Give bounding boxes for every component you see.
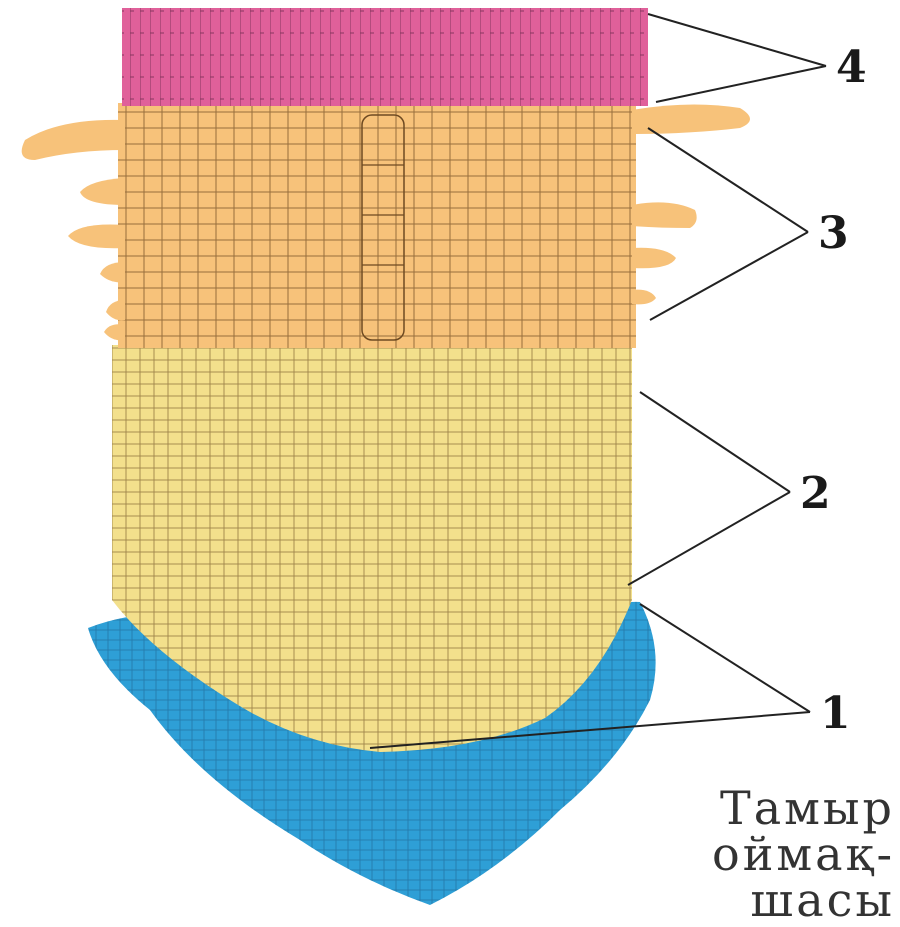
pointer-1a bbox=[640, 604, 810, 712]
caption-line-2: оймақ- bbox=[605, 831, 895, 877]
zone-label-2: 2 bbox=[800, 472, 831, 516]
zone-label-4: 4 bbox=[836, 46, 867, 90]
pointer-4a bbox=[648, 14, 826, 66]
caption-line-1: Тамыр bbox=[605, 785, 895, 831]
pointer-2b bbox=[628, 492, 790, 585]
absorption-zone-tissue bbox=[22, 103, 750, 348]
pointer-3b bbox=[650, 232, 808, 320]
caption-line-3: шасы bbox=[605, 877, 895, 923]
pointer-4b bbox=[656, 66, 826, 102]
caption-root-cap: Тамыр оймақ- шасы bbox=[605, 785, 895, 923]
zone-label-3: 3 bbox=[818, 212, 849, 256]
zone-label-1: 1 bbox=[820, 692, 851, 736]
pointer-2a bbox=[640, 392, 790, 492]
